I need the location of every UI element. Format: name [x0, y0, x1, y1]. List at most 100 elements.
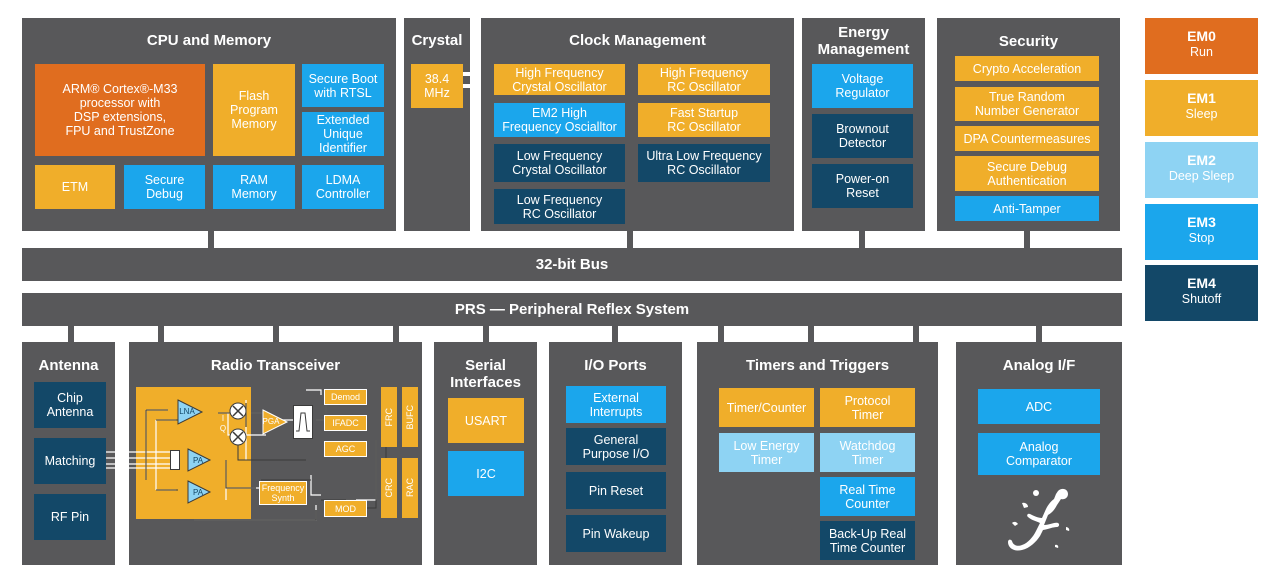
power-on-reset-block: Power-on Reset: [812, 164, 913, 208]
secure-debug-authentication-block: Secure Debug Authentication: [955, 156, 1099, 191]
crystal-connector: [463, 72, 493, 76]
mixer-q-icon: [229, 428, 247, 446]
security-panel: Security: [937, 18, 1120, 231]
i-label: I: [221, 414, 225, 423]
etm-block: ETM: [35, 165, 115, 209]
brownout-detector-block: Brownout Detector: [812, 114, 913, 158]
legend-em1-name: Sleep: [1185, 107, 1218, 121]
rac-block: RAC: [402, 458, 418, 518]
secure-debug-block: Secure Debug: [124, 165, 205, 209]
fast-startup-rc-oscillator-block: Fast Startup RC Oscillator: [638, 103, 770, 137]
ifadc-block: IFADC: [324, 415, 367, 431]
filter-icon: [293, 405, 313, 439]
legend-em4-mode: EM4: [1187, 275, 1216, 291]
legend-em4-name: Shutoff: [1181, 292, 1222, 306]
io-ports-title: I/O Ports: [584, 357, 647, 374]
energy-management-title: Energy Management: [817, 24, 910, 58]
mod-block: MOD: [324, 500, 367, 517]
pa2-label: PA: [192, 487, 204, 497]
hf-crystal-oscillator-block: High Frequency Crystal Oscillator: [494, 64, 625, 95]
ldma-controller-block: LDMA Controller: [302, 165, 384, 209]
chip-antenna-block: Chip Antenna: [34, 382, 106, 428]
analog-comparator-block: Analog Comparator: [978, 433, 1100, 475]
bufc-label: BUFC: [405, 404, 415, 430]
prs-connector-antenna: [68, 326, 74, 342]
legend-em1: EM1 Sleep: [1145, 80, 1258, 136]
general-purpose-io-block: General Purpose I/O: [566, 428, 666, 465]
anti-tamper-block: Anti-Tamper: [955, 196, 1099, 221]
clock-management-title: Clock Management: [569, 32, 706, 49]
pa-amplifier-icon-2: [186, 479, 212, 505]
frc-label: FRC: [384, 407, 394, 427]
antenna-title: Antenna: [38, 357, 99, 374]
lna-amplifier-icon: [176, 398, 204, 426]
switch-icon: [170, 450, 180, 470]
legend-em0-name: Run: [1190, 45, 1213, 59]
prs-connector-radio-3: [393, 326, 399, 342]
security-title: Security: [998, 33, 1059, 50]
timers-triggers-title: Timers and Triggers: [745, 357, 890, 374]
bus-connector-clock: [627, 231, 633, 249]
demod-block: Demod: [324, 389, 367, 405]
crystal-connector-2: [463, 84, 493, 88]
prs-connector-analog: [1036, 326, 1042, 342]
serial-interfaces-title: Serial Interfaces: [450, 357, 521, 391]
real-time-counter-block: Real Time Counter: [820, 477, 915, 516]
i2c-block: I2C: [448, 451, 524, 496]
legend-em3: EM3 Stop: [1145, 204, 1258, 260]
crystal-frequency-block: 38.4 MHz: [411, 64, 463, 108]
watchdog-timer-block: Watchdog Timer: [820, 433, 915, 472]
timer-counter-block: Timer/Counter: [719, 388, 814, 427]
pga-label: PGA: [262, 417, 280, 426]
cpu-memory-title: CPU and Memory: [146, 32, 272, 49]
analog-if-title: Analog I/F: [1002, 357, 1076, 374]
prs-connector-radio-2: [273, 326, 279, 342]
q-label: Q: [219, 424, 227, 433]
pin-wakeup-block: Pin Wakeup: [566, 515, 666, 552]
bus-connector-cpu: [208, 231, 214, 249]
secure-boot-block: Secure Boot with RTSL: [302, 64, 384, 107]
rac-label: RAC: [405, 478, 415, 498]
gecko-logo-icon: [1000, 483, 1080, 557]
legend-em2: EM2 Deep Sleep: [1145, 142, 1258, 198]
prs-connector-timers-1: [718, 326, 724, 342]
frc-block: FRC: [381, 387, 397, 447]
crc-block: CRC: [381, 458, 397, 518]
bus-connector-energy: [859, 231, 865, 249]
ram-memory-block: RAM Memory: [213, 165, 295, 209]
arm-cortex-block: ARM® Cortex®-M33 processor with DSP exte…: [35, 64, 205, 156]
crystal-title: Crystal: [411, 32, 463, 49]
legend-em4: EM4 Shutoff: [1145, 265, 1258, 321]
lna-label: LNA: [179, 407, 195, 416]
legend-em2-name: Deep Sleep: [1168, 169, 1235, 183]
prs-connector-io: [612, 326, 618, 342]
ulf-rc-oscillator-block: Ultra Low Frequency RC Oscillator: [638, 144, 770, 182]
legend-em3-mode: EM3: [1187, 214, 1216, 230]
agc-block: AGC: [324, 441, 367, 457]
pa-amplifier-icon-1: [186, 447, 212, 473]
voltage-regulator-block: Voltage Regulator: [812, 64, 913, 108]
bus-32bit: 32-bit Bus: [22, 248, 1122, 281]
pga-amplifier-icon: [261, 408, 289, 436]
bus-connector-security: [1024, 231, 1030, 249]
legend-em2-mode: EM2: [1187, 152, 1216, 168]
rf-pin-block: RF Pin: [34, 494, 106, 540]
true-random-number-generator-block: True Random Number Generator: [955, 87, 1099, 121]
hf-rc-oscillator-block: High Frequency RC Oscillator: [638, 64, 770, 95]
crypto-acceleration-block: Crypto Acceleration: [955, 56, 1099, 81]
flash-memory-block: Flash Program Memory: [213, 64, 295, 156]
low-energy-timer-block: Low Energy Timer: [719, 433, 814, 472]
pin-reset-block: Pin Reset: [566, 472, 666, 509]
crystal-panel: Crystal: [404, 18, 470, 231]
external-interrupts-block: External Interrupts: [566, 386, 666, 423]
legend-em3-name: Stop: [1188, 231, 1215, 245]
legend-em1-mode: EM1: [1187, 90, 1216, 106]
prs-connector-radio-1: [158, 326, 164, 342]
pa1-label: PA: [192, 455, 204, 465]
frequency-synth-block: Frequency Synth: [259, 481, 307, 505]
radio-transceiver-title: Radio Transceiver: [210, 357, 341, 374]
radio-signal-path: [106, 389, 387, 521]
crc-label: CRC: [384, 478, 394, 498]
mixer-i-icon: [229, 402, 247, 420]
em2-hf-oscillator-block: EM2 High Frequency Oscialltor: [494, 103, 625, 137]
